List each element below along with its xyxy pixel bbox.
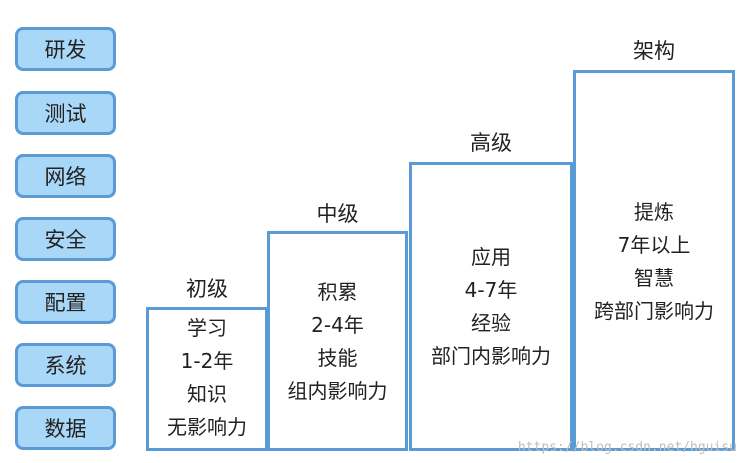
level-lines: 学习 1-2年 知识 无影响力 [149,312,265,444]
level-box-architect: 提炼 7年以上 智慧 跨部门影响力 [573,70,735,451]
level-title-junior: 初级 [186,277,228,301]
sidebar-item-system[interactable]: 系统 [15,343,116,387]
level-title-intermediate: 中级 [316,202,359,226]
level-lines: 提炼 7年以上 智慧 跨部门影响力 [576,196,732,328]
level-line: 部门内影响力 [431,344,551,368]
level-line: 2-4年 [311,313,364,337]
level-line: 提炼 [634,200,674,224]
sidebar-item-label: 配置 [44,291,87,315]
sidebar-item-network[interactable]: 网络 [15,154,116,198]
level-box-junior: 学习 1-2年 知识 无影响力 [146,307,268,451]
level-line: 跨部门影响力 [594,299,714,323]
level-line: 经验 [471,311,511,335]
level-lines: 应用 4-7年 经验 部门内影响力 [412,241,570,373]
watermark: https://blog.csdn.net/hguisu [517,440,737,455]
level-line: 积累 [317,280,358,304]
sidebar-item-label: 安全 [44,228,87,252]
level-line: 应用 [471,245,511,269]
level-line: 组内影响力 [287,379,388,403]
level-line: 技能 [317,346,358,370]
level-line: 7年以上 [617,233,691,257]
level-box-intermediate: 积累 2-4年 技能 组内影响力 [267,231,408,451]
level-line: 1-2年 [180,349,234,373]
sidebar-item-security[interactable]: 安全 [15,217,116,261]
sidebar-item-label: 测试 [44,102,87,126]
sidebar-item-config[interactable]: 配置 [15,280,116,324]
level-title-architect: 架构 [633,39,675,63]
level-line: 无影响力 [167,415,247,439]
sidebar-item-label: 研发 [44,38,87,62]
level-line: 4-7年 [464,278,518,302]
sidebar-item-label: 系统 [44,354,87,378]
level-line: 知识 [187,382,227,406]
level-title-senior: 高级 [470,131,512,155]
level-lines: 积累 2-4年 技能 组内影响力 [270,276,405,408]
sidebar-item-label: 网络 [44,165,87,189]
sidebar-item-data[interactable]: 数据 [15,406,116,450]
level-line: 学习 [187,316,227,340]
sidebar-item-label: 数据 [44,417,87,441]
sidebar-item-testing[interactable]: 测试 [15,91,116,135]
sidebar-item-rd[interactable]: 研发 [15,27,116,71]
level-box-senior: 应用 4-7年 经验 部门内影响力 [409,162,573,451]
level-line: 智慧 [634,266,674,290]
